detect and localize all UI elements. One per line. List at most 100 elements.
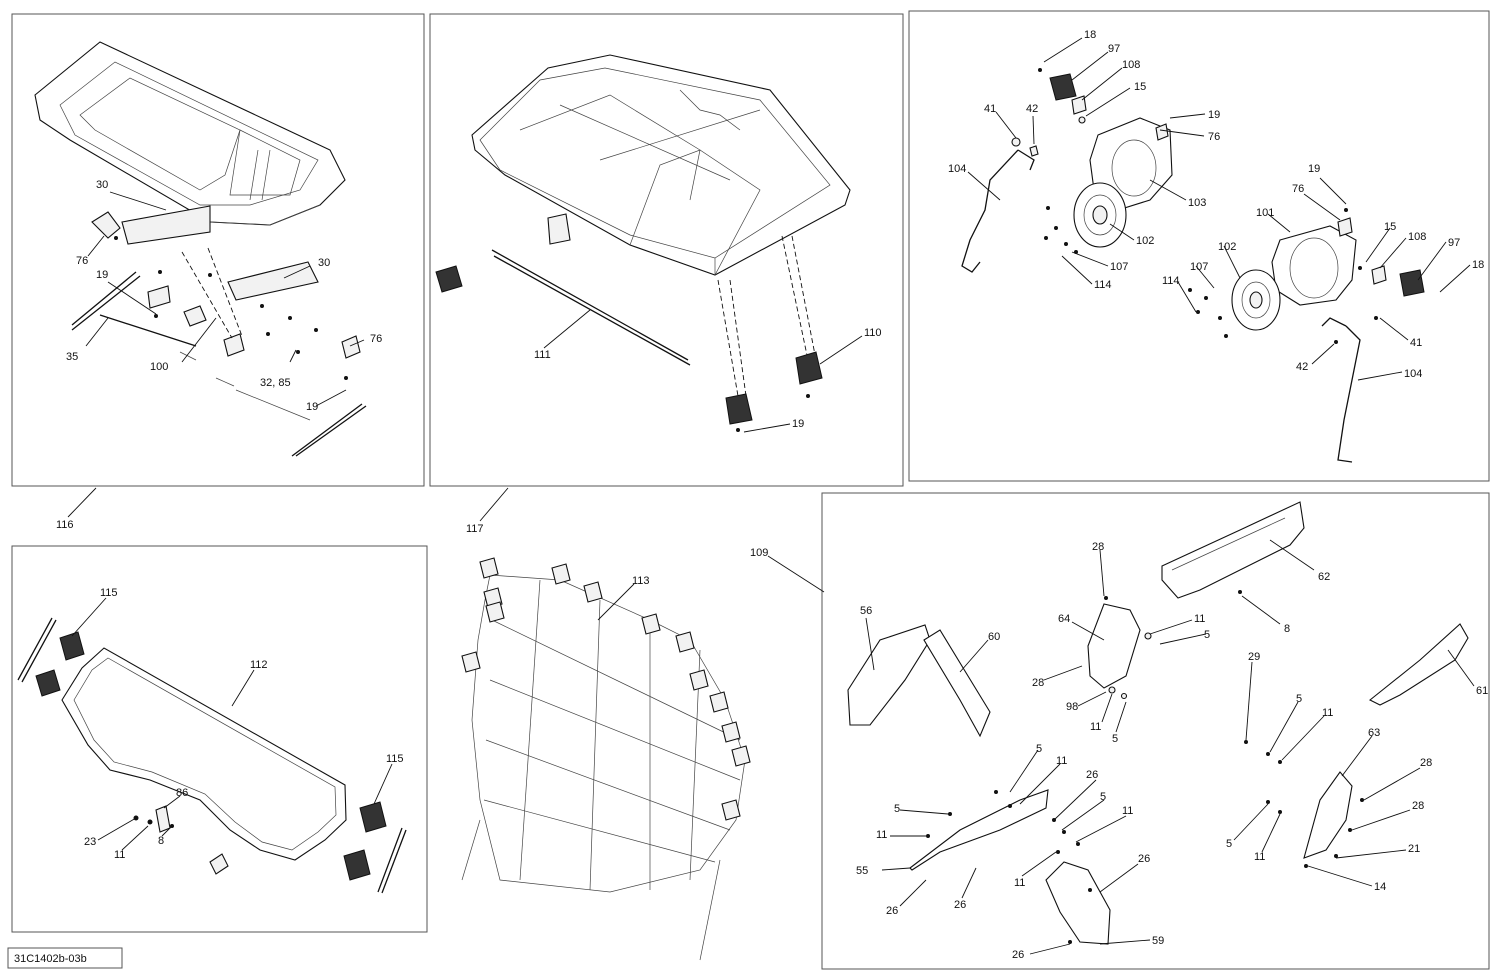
speaker-right-assembly xyxy=(1188,208,1425,463)
callout-11-e: 11 xyxy=(1254,851,1265,863)
callout-102-b: 102 xyxy=(1218,241,1236,253)
callout-5-e: 5 xyxy=(1036,743,1042,755)
callout-76-b: 76 xyxy=(370,333,382,345)
callout-32-85: 32, 85 xyxy=(260,377,291,389)
panel-roof-top xyxy=(429,13,904,487)
callout-76-d: 76 xyxy=(1292,183,1304,195)
callout-26-a: 26 xyxy=(1086,769,1098,781)
callout-30-a: 30 xyxy=(96,179,108,191)
callout-86: 86 xyxy=(176,787,188,799)
callout-21: 21 xyxy=(1408,843,1420,855)
callout-26-d: 26 xyxy=(1138,853,1150,865)
callout-55: 55 xyxy=(856,865,868,877)
callout-26-b: 26 xyxy=(886,905,898,917)
callout-62: 62 xyxy=(1318,571,1330,583)
reference-box xyxy=(7,947,123,969)
callout-115-a: 115 xyxy=(100,587,118,599)
callout-110: 110 xyxy=(864,327,882,339)
callout-102-a: 102 xyxy=(1136,235,1154,247)
callout-107-a: 107 xyxy=(1110,261,1128,273)
callout-108-a: 108 xyxy=(1122,59,1140,71)
roof-front-hardware xyxy=(71,205,367,457)
callout-11-g: 11 xyxy=(1122,805,1133,817)
callout-114-b: 114 xyxy=(1162,275,1180,287)
callout-11-f: 11 xyxy=(1056,755,1067,767)
callout-112: 112 xyxy=(250,659,268,671)
callout-18-a: 18 xyxy=(1084,29,1096,41)
callout-28-d: 28 xyxy=(1412,800,1424,812)
callout-115-b: 115 xyxy=(386,753,404,765)
callout-19-c: 19 xyxy=(792,418,804,430)
speaker-left-assembly xyxy=(961,68,1173,273)
callout-11-b: 11 xyxy=(1194,613,1205,625)
panel-rear-window xyxy=(11,545,428,933)
callout-5-b: 5 xyxy=(1112,733,1118,745)
callout-109: 109 xyxy=(750,547,768,559)
rear-net xyxy=(461,557,751,961)
callout-64: 64 xyxy=(1058,613,1070,625)
callout-76-c: 76 xyxy=(1208,131,1220,143)
side-trims xyxy=(847,501,1469,945)
callout-101: 101 xyxy=(1256,207,1274,219)
reference-code: 31C1402b-03b xyxy=(14,953,87,965)
callout-19-b: 19 xyxy=(306,401,318,413)
callout-5-a: 5 xyxy=(1204,629,1210,641)
callout-5-g: 5 xyxy=(1100,791,1106,803)
callout-107-b: 107 xyxy=(1190,261,1208,273)
callout-11-d: 11 xyxy=(1322,707,1333,719)
callout-26-e: 26 xyxy=(1012,949,1024,961)
callout-19-e: 19 xyxy=(1308,163,1320,175)
callout-28-c: 28 xyxy=(1420,757,1432,769)
panel-roof-front xyxy=(11,13,425,487)
callout-19-d: 19 xyxy=(1208,109,1220,121)
callout-76-a: 76 xyxy=(76,255,88,267)
callout-35: 35 xyxy=(66,351,78,363)
callout-29: 29 xyxy=(1248,651,1260,663)
leader-lines xyxy=(67,37,1475,955)
callout-60: 60 xyxy=(988,631,1000,643)
roof-top xyxy=(435,54,851,432)
callout-19-a: 19 xyxy=(96,269,108,281)
panel-side-trims xyxy=(821,492,1490,970)
callout-41-b: 41 xyxy=(1410,337,1422,349)
callout-30-b: 30 xyxy=(318,257,330,269)
callout-labels: 30 76 19 30 35 100 32, 85 76 19 116 111 … xyxy=(14,29,1488,965)
callout-116: 116 xyxy=(56,519,74,531)
callout-28-b: 28 xyxy=(1032,677,1044,689)
callout-42-b: 42 xyxy=(1296,361,1308,373)
callout-11-i: 11 xyxy=(1014,877,1025,889)
callout-108-b: 108 xyxy=(1408,231,1426,243)
callout-5-c: 5 xyxy=(1296,693,1302,705)
callout-104-a: 104 xyxy=(948,163,966,175)
callout-103: 103 xyxy=(1188,197,1206,209)
callout-26-c: 26 xyxy=(954,899,966,911)
callout-23: 23 xyxy=(84,836,96,848)
callout-42-a: 42 xyxy=(1026,103,1038,115)
callout-15-a: 15 xyxy=(1134,81,1146,93)
callout-97-a: 97 xyxy=(1108,43,1120,55)
callout-14: 14 xyxy=(1374,881,1386,893)
callout-8-b: 8 xyxy=(1284,623,1290,635)
callout-61: 61 xyxy=(1476,685,1488,697)
callout-56: 56 xyxy=(860,605,872,617)
callout-117: 117 xyxy=(466,523,484,535)
roof-front-console xyxy=(34,41,346,226)
callout-5-f: 5 xyxy=(894,803,900,815)
callout-11-a: 11 xyxy=(114,849,125,861)
callout-100: 100 xyxy=(150,361,168,373)
callout-11-c: 11 xyxy=(1090,721,1101,733)
callout-15-b: 15 xyxy=(1384,221,1396,233)
callout-97-b: 97 xyxy=(1448,237,1460,249)
panel-speakers xyxy=(908,10,1490,482)
callout-104-b: 104 xyxy=(1404,368,1422,380)
callout-28-a: 28 xyxy=(1092,541,1104,553)
callout-114-a: 114 xyxy=(1094,279,1112,291)
callout-98: 98 xyxy=(1066,701,1078,713)
callout-59: 59 xyxy=(1152,935,1164,947)
callout-8-a: 8 xyxy=(158,835,164,847)
callout-11-h: 11 xyxy=(876,829,887,841)
callout-113: 113 xyxy=(632,575,650,587)
callout-18-b: 18 xyxy=(1472,259,1484,271)
callout-63: 63 xyxy=(1368,727,1380,739)
